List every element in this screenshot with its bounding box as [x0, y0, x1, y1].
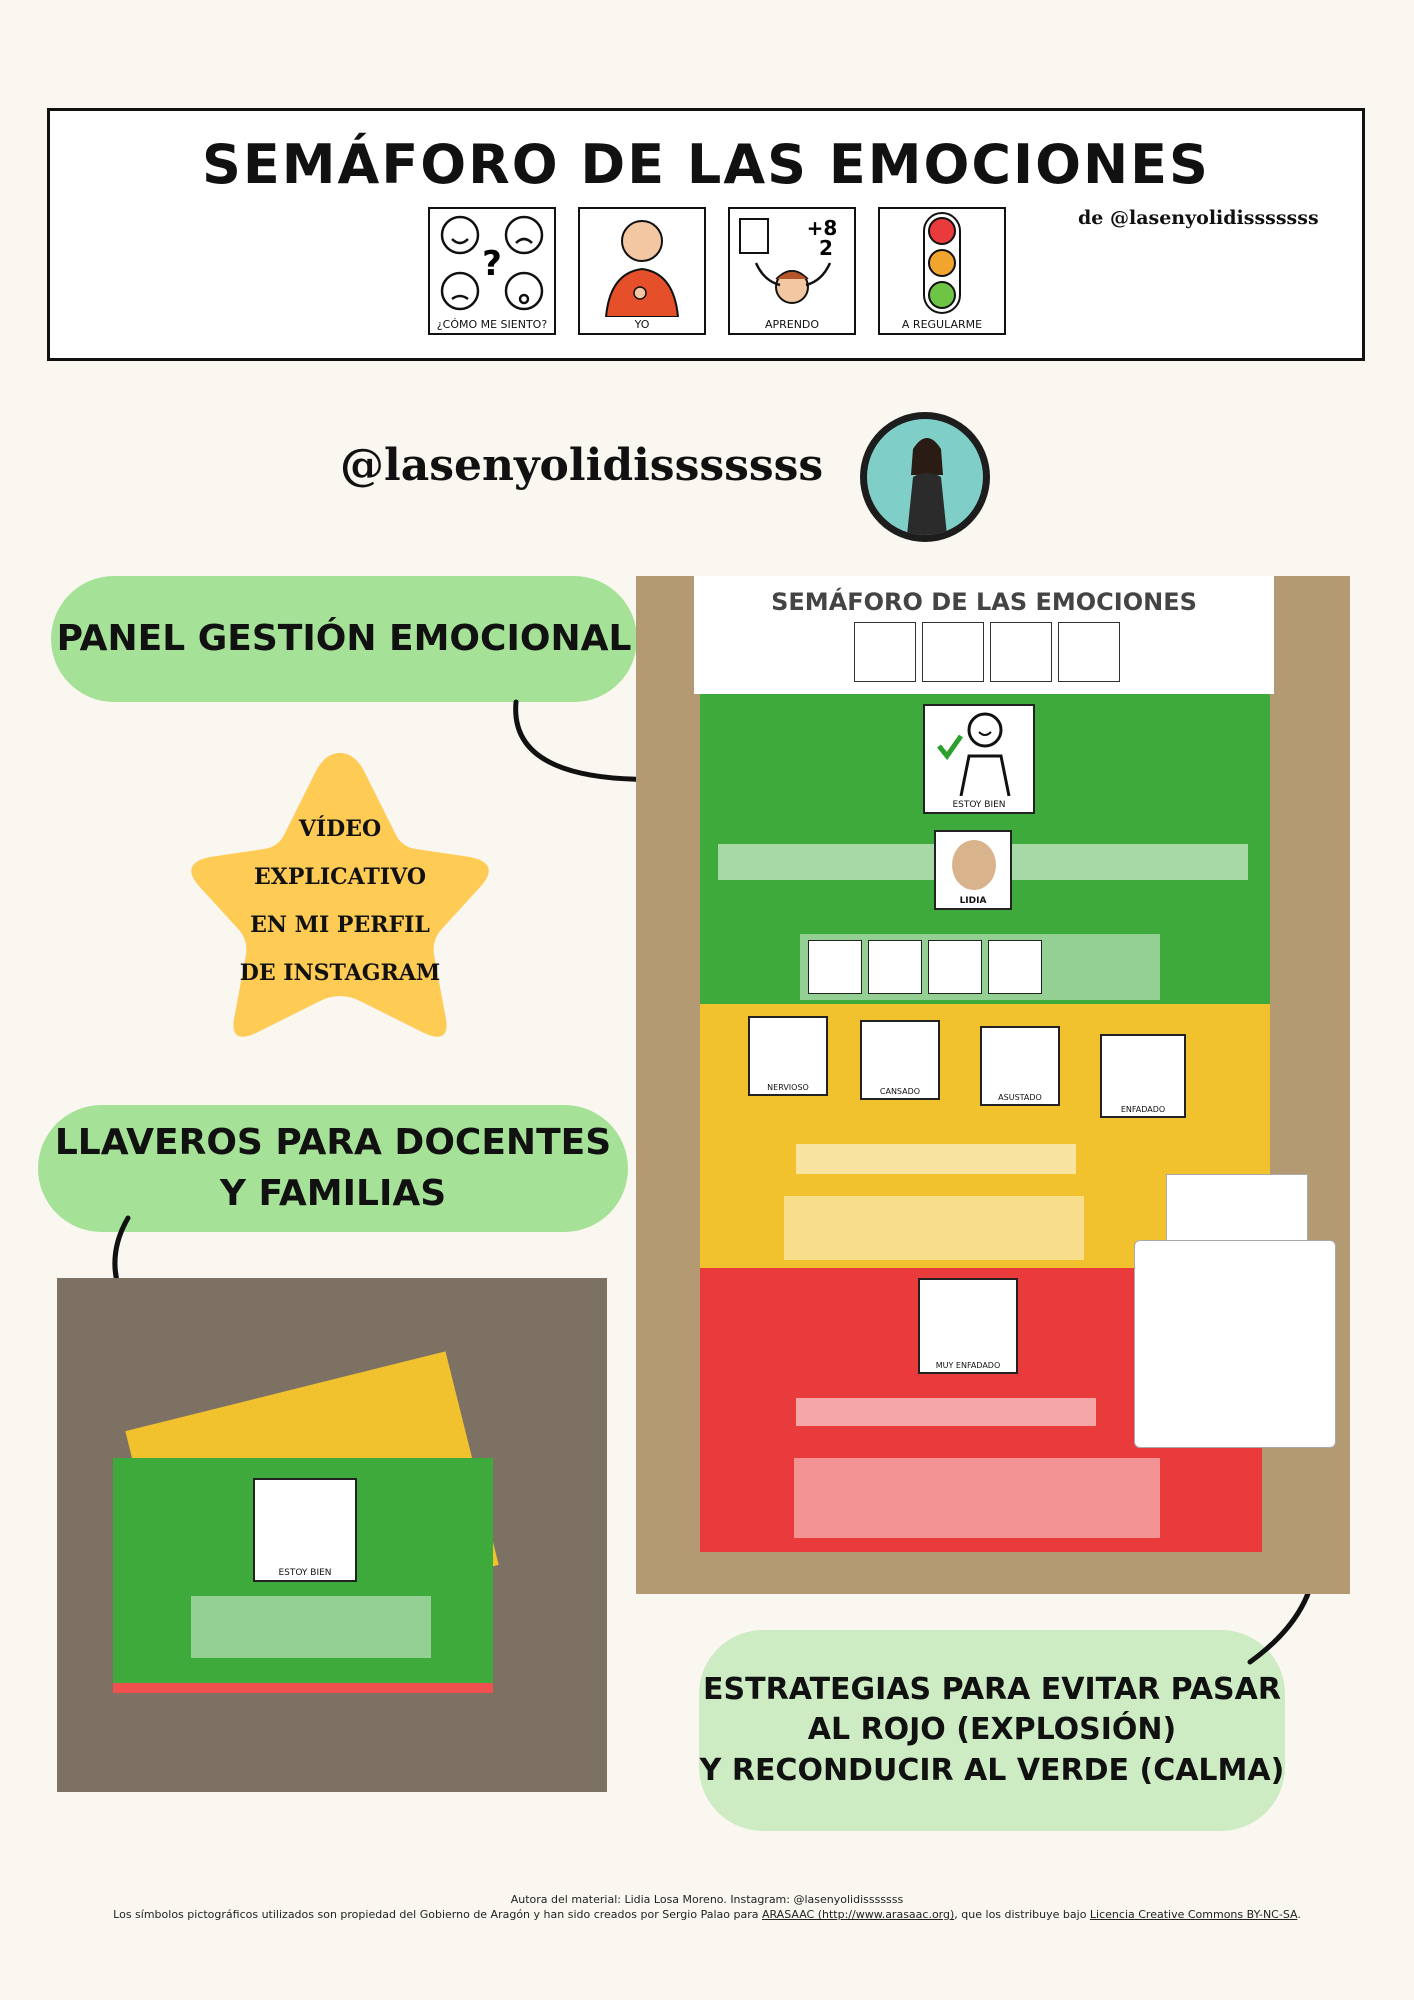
card-label: ENFADADO [1120, 1105, 1166, 1114]
card-cansado: CANSADO [860, 1020, 940, 1100]
callout-keychain: LLAVEROS PARA DOCENTES Y FAMILIAS [38, 1105, 628, 1232]
board-yellow: NERVIOSO CANSADO ASUSTADO ENFADADO [700, 1004, 1270, 1268]
svg-text:?: ? [482, 244, 502, 284]
card-name: LIDIA [934, 830, 1012, 910]
board-picto [1058, 622, 1120, 682]
svg-text:+8: +8 [807, 216, 838, 240]
license-link[interactable]: Licencia Creative Commons BY-NC-SA [1089, 1908, 1298, 1921]
footer-line2: Los símbolos pictográficos utilizados so… [0, 1907, 1414, 1922]
activity-strip [191, 1596, 431, 1658]
callout-keychain-line1: LLAVEROS PARA DOCENTES [54, 1122, 612, 1164]
velcro-strip [796, 1144, 1076, 1174]
svg-text:2: 2 [819, 236, 833, 260]
profile-handle: @lasenyolidisssssss [340, 440, 824, 491]
faces-icon: ? [440, 215, 544, 311]
picto-yo: YO [578, 207, 706, 335]
card-muy-enfadado: MUY ENFADADO [918, 1278, 1018, 1374]
footer-text: Los símbolos pictográficos utilizados so… [113, 1908, 762, 1921]
picto-caption: YO [634, 318, 650, 331]
card-nervioso: NERVIOSO [748, 1016, 828, 1096]
happy-person-icon [937, 712, 1011, 797]
board-green: ESTOY BIEN LIDIA [700, 694, 1270, 1004]
keychain-photo: ESTOY BIEN [57, 1278, 607, 1792]
side-card-top [1166, 1174, 1308, 1242]
board-picto [990, 622, 1052, 682]
avatar[interactable] [860, 412, 990, 542]
activity-strip [800, 934, 1160, 1000]
name-photo [952, 840, 996, 890]
callout-strategies-line1: ESTRATEGIAS PARA EVITAR PASAR [703, 1671, 1281, 1707]
header-banner: SEMÁFORO DE LAS EMOCIONES de @lasenyolid… [47, 108, 1365, 361]
board-picto [854, 622, 916, 682]
side-strategy-board [1134, 1240, 1336, 1448]
velcro-strip [796, 1398, 1096, 1426]
board-title: SEMÁFORO DE LAS EMOCIONES [771, 588, 1197, 616]
board-header: SEMÁFORO DE LAS EMOCIONES [694, 576, 1274, 694]
callout-panel-text: PANEL GESTIÓN EMOCIONAL [56, 617, 632, 659]
keychain-green-card: ESTOY BIEN [113, 1458, 493, 1683]
callout-strategies: ESTRATEGIAS PARA EVITAR PASAR AL ROJO (E… [699, 1630, 1285, 1831]
picto-a-regularme: A REGULARME [878, 207, 1006, 335]
person-icon [604, 220, 680, 318]
footer-line1: Autora del material: Lidia Losa Moreno. … [510, 1893, 904, 1906]
star-line: DE INSTAGRAM [239, 960, 441, 986]
card-label: MUY ENFADADO [935, 1361, 1001, 1370]
star-callout-text: VÍDEO EXPLICATIVO EN MI PERFIL DE INSTAG… [200, 805, 480, 997]
footer-text: , que los distribuye bajo [954, 1908, 1090, 1921]
avatar-photo [867, 419, 983, 535]
arasaac-link[interactable]: ARASAAC (http://www.arasaac.org) [761, 1908, 955, 1921]
footer: Autora del material: Lidia Losa Moreno. … [0, 1892, 1414, 1922]
traffic-light-icon [923, 212, 961, 314]
person-photo-icon [907, 438, 947, 535]
card-label: ESTOY BIEN [278, 1568, 332, 1578]
callout-strategies-line3: Y RECONDUCIR AL VERDE (CALMA) [699, 1752, 1285, 1788]
footer-text: . [1297, 1908, 1301, 1921]
activity-strip [794, 1458, 1160, 1538]
mini-card [928, 940, 982, 994]
callout-keychain-line2: Y FAMILIAS [219, 1172, 447, 1214]
star-shape [191, 753, 489, 1037]
picto-como-me-siento: ? ¿CÓMO ME SIENTO? [428, 207, 556, 335]
mini-card [808, 940, 862, 994]
card-asustado: ASUSTADO [980, 1026, 1060, 1106]
star-line: VÍDEO [298, 816, 382, 842]
callout-strategies-line2: AL ROJO (EXPLOSIÓN) [807, 1712, 1177, 1748]
card-estoy-bien: ESTOY BIEN [253, 1478, 357, 1582]
picto-aprendo: +8 2 APRENDO [728, 207, 856, 335]
learn-icon: +8 2 [739, 216, 838, 304]
card-enfadado: ENFADADO [1100, 1034, 1186, 1118]
header-byline: de @lasenyolidisssssss [1078, 207, 1319, 229]
card-label: ASUSTADO [998, 1093, 1042, 1102]
star-line: EXPLICATIVO [253, 864, 427, 890]
mini-card [988, 940, 1042, 994]
picto-caption: APRENDO [764, 318, 820, 331]
panel-photo: SEMÁFORO DE LAS EMOCIONES ESTOY BIEN LID… [636, 576, 1350, 1594]
card-estoy-bien: ESTOY BIEN [923, 704, 1035, 814]
activity-strip [784, 1196, 1084, 1260]
picto-caption: ¿CÓMO ME SIENTO? [436, 318, 548, 331]
card-label: LIDIA [959, 896, 987, 906]
page-title: SEMÁFORO DE LAS EMOCIONES [202, 133, 1210, 196]
mini-card [868, 940, 922, 994]
card-label: CANSADO [879, 1087, 921, 1096]
star-line: EN MI PERFIL [250, 912, 430, 938]
board-picto [922, 622, 984, 682]
picto-caption: A REGULARME [901, 318, 983, 331]
card-label: NERVIOSO [767, 1083, 809, 1092]
card-label: ESTOY BIEN [952, 800, 1006, 810]
callout-panel: PANEL GESTIÓN EMOCIONAL [51, 576, 637, 702]
